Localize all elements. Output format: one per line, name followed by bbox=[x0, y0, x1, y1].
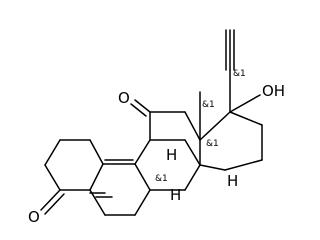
oxygen-3-label: O bbox=[28, 208, 40, 226]
chemical-structure: O O OH H H H &1 &1 &1 &1 bbox=[28, 29, 285, 226]
stereo-c17: &1 bbox=[233, 69, 246, 79]
stereo-c14: &1 bbox=[206, 139, 219, 149]
hydrogen-8-label: H bbox=[170, 186, 181, 204]
bond-skeleton bbox=[40, 29, 263, 216]
hydrogen-9-label: H bbox=[166, 146, 177, 164]
stereo-c8: &1 bbox=[155, 174, 168, 184]
hydroxyl-label: OH bbox=[262, 82, 285, 100]
hydrogen-14-label: H bbox=[227, 172, 238, 190]
oxygen-11-label: O bbox=[118, 89, 130, 107]
stereo-c13: &1 bbox=[202, 100, 215, 110]
